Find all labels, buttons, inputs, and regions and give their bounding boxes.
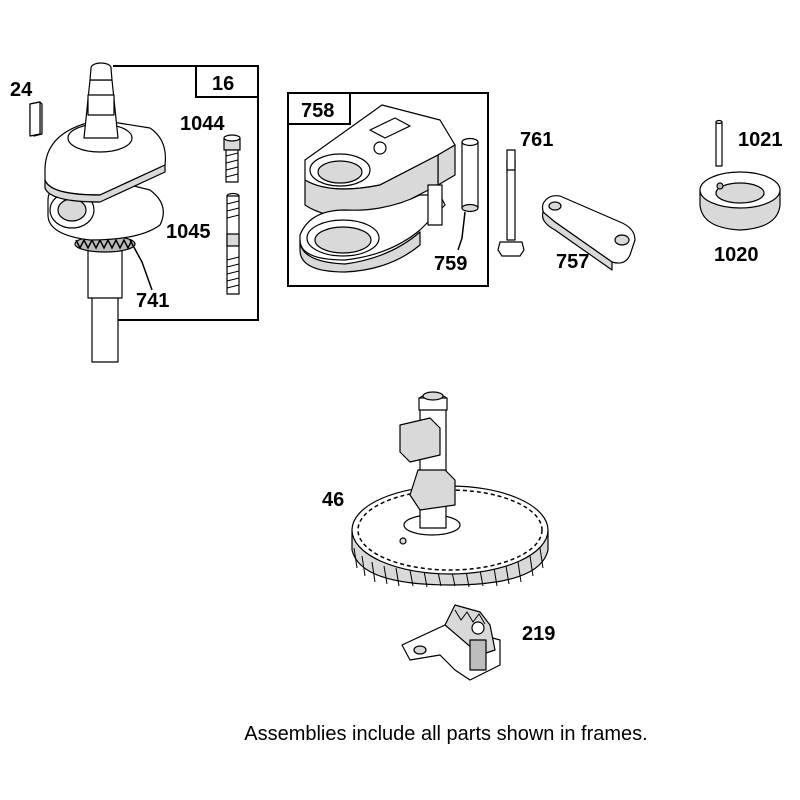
pin-part-759 xyxy=(461,137,479,213)
caption: Assemblies include all parts shown in fr… xyxy=(244,723,648,745)
compression-release-part-219 xyxy=(401,604,501,681)
bolt-part-1044 xyxy=(223,134,241,183)
key-part-24 xyxy=(29,101,43,137)
label-741: 741 xyxy=(136,290,169,312)
label-1020: 1020 xyxy=(714,244,759,266)
washer-part-1020 xyxy=(699,171,781,231)
crankshaft-part-741 xyxy=(44,62,167,363)
connecting-rod-part-758 xyxy=(299,104,456,273)
frame-758 xyxy=(287,92,489,287)
label-1045: 1045 xyxy=(166,221,211,243)
bolt-part-761 xyxy=(497,149,525,257)
label-1044: 1044 xyxy=(180,113,225,135)
label-46: 46 xyxy=(322,489,344,511)
stud-part-1045 xyxy=(226,192,240,295)
label-759: 759 xyxy=(434,253,467,275)
label-1021: 1021 xyxy=(738,129,783,151)
frame-16 xyxy=(113,65,259,321)
pin-part-1021 xyxy=(715,119,723,167)
label-16: 16 xyxy=(212,73,234,95)
link-part-757 xyxy=(541,195,636,271)
label-219: 219 xyxy=(522,623,555,645)
label-757: 757 xyxy=(556,251,589,273)
label-758: 758 xyxy=(301,100,334,122)
label-24: 24 xyxy=(10,79,33,101)
camshaft-part-46 xyxy=(351,391,549,588)
label-761: 761 xyxy=(520,129,553,151)
